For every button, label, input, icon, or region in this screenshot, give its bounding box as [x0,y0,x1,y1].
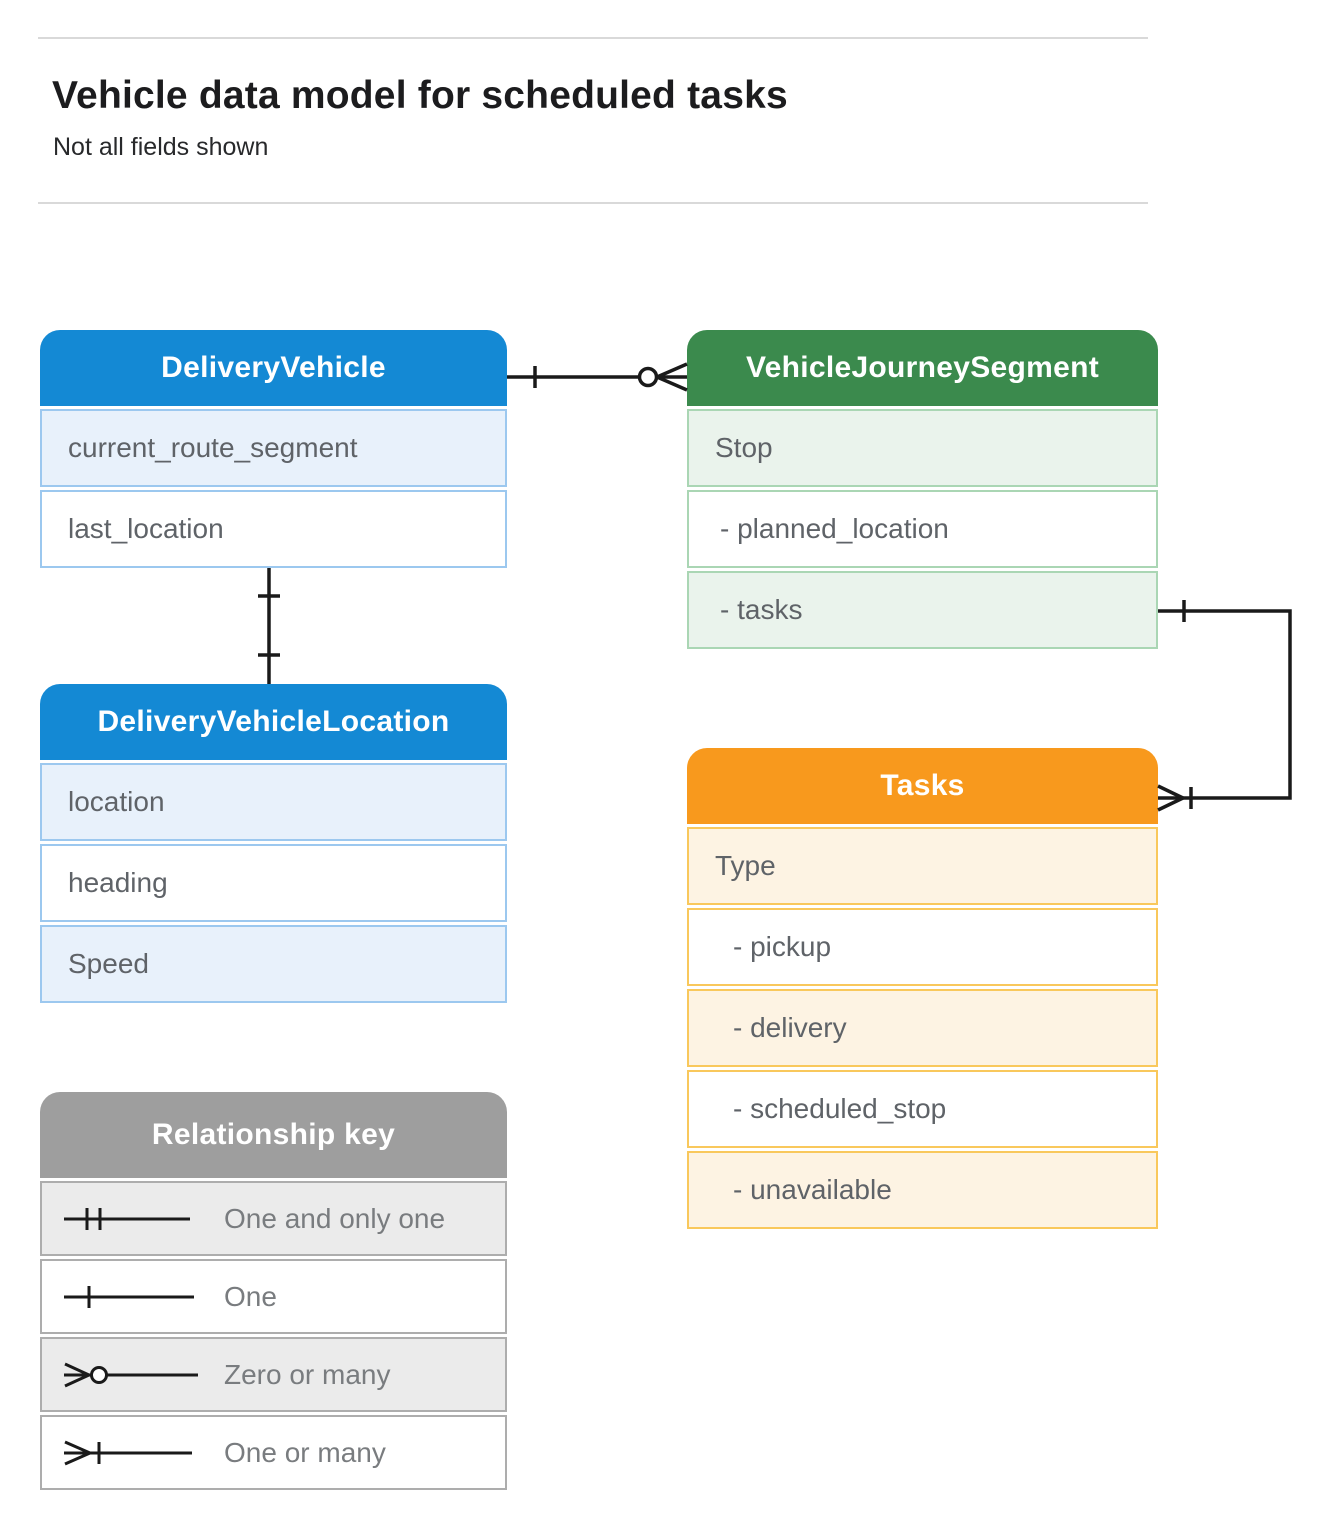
page-title: Vehicle data model for scheduled tasks [52,74,788,117]
legend-item-label: One or many [224,1436,386,1468]
header-divider [38,202,1148,204]
entity-title: DeliveryVehicle [40,330,507,406]
field-speed: Speed [40,925,507,1003]
legend-item-one: One [40,1259,507,1334]
connector-deliveryvehicle-to-deliveryvehiclelocation [258,568,280,684]
field-last-location: last_location [40,490,507,568]
field-delivery: - delivery [687,989,1158,1067]
legend-title: Relationship key [40,1092,507,1178]
legend-item-label: One [224,1280,277,1312]
field-planned-location: - planned_location [687,490,1158,568]
field-current-route-segment: current_route_segment [40,409,507,487]
legend-item-zero-or-many: Zero or many [40,1337,507,1412]
one-or-many-symbol-icon [62,1435,202,1471]
entity-tasks: Tasks Type - pickup - delivery - schedul… [687,748,1158,1229]
one-and-only-one-symbol-icon [62,1201,202,1237]
legend-item-one-or-many: One or many [40,1415,507,1490]
field-location: location [40,763,507,841]
field-tasks: - tasks [687,571,1158,649]
field-scheduled-stop: - scheduled_stop [687,1070,1158,1148]
page-subtitle: Not all fields shown [53,133,269,161]
field-pickup: - pickup [687,908,1158,986]
legend-item-label: One and only one [224,1202,446,1234]
zero-circle [637,366,659,388]
connector-deliveryvehicle-to-vehiclejourneysegment [507,362,688,392]
entity-delivery-vehicle-location: DeliveryVehicleLocation location heading… [40,684,507,1003]
field-heading: heading [40,844,507,922]
legend-item-label: Zero or many [224,1358,391,1390]
connector-line [1158,609,1292,800]
legend-item-one-and-only-one: One and only one [40,1181,507,1256]
crows-foot [656,362,688,392]
entity-title: VehicleJourneySegment [687,330,1158,406]
entity-delivery-vehicle: DeliveryVehicle current_route_segment la… [40,330,507,568]
zero-or-many-symbol-icon [62,1357,202,1393]
field-stop: Stop [687,409,1158,487]
entity-title: Tasks [687,748,1158,824]
top-divider [38,37,1148,39]
one-symbol-icon [62,1279,202,1315]
crows-foot [1157,784,1184,812]
connector-tasksfield-to-tasks [1157,600,1292,812]
field-type: Type [687,827,1158,905]
field-unavailable: - unavailable [687,1151,1158,1229]
relationship-key: Relationship key One and only one One [40,1092,507,1490]
entity-title: DeliveryVehicleLocation [40,684,507,760]
entity-vehicle-journey-segment: VehicleJourneySegment Stop - planned_loc… [687,330,1158,649]
